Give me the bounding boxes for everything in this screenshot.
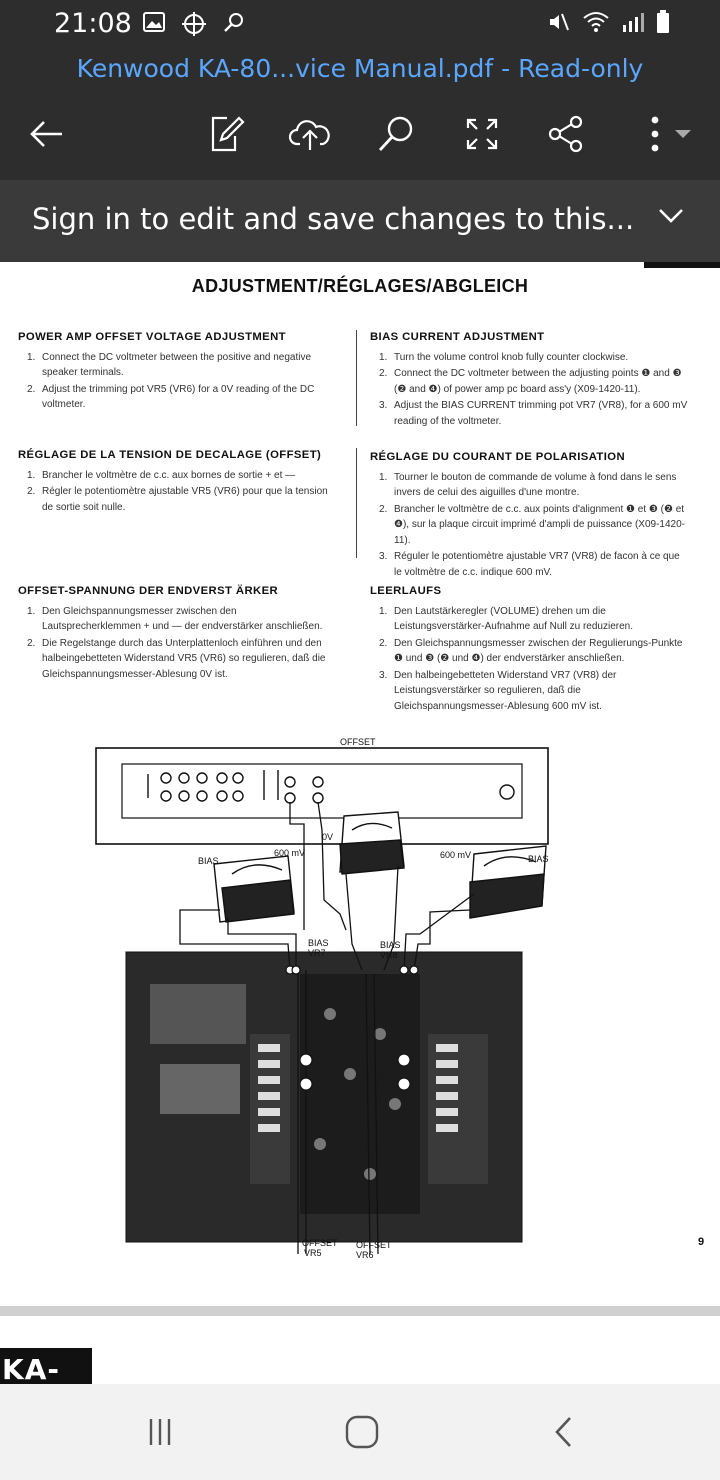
page-gap xyxy=(0,1306,720,1316)
section-heading: RÉGLAGE DE LA TENSION DE DECALAGE (OFFSE… xyxy=(18,449,322,461)
page-top-bar xyxy=(644,262,720,268)
adjustment-diagram: OFFSET 0V BIAS 600 mV 600 mV BIAS BIAS V… xyxy=(95,737,549,1260)
label-vr8: VR8 xyxy=(380,950,398,960)
wifi-icon xyxy=(583,12,609,32)
document-title: Kenwood KA-80...vice Manual.pdf - Read-o… xyxy=(76,54,644,83)
list-item: 2.Adjust the trimming pot VR5 (VR6) for … xyxy=(27,383,315,411)
section-heading: BIAS CURRENT ADJUSTMENT xyxy=(370,331,545,343)
list-item: 3.Adjust the BIAS CURRENT trimming pot V… xyxy=(379,400,688,427)
recent-apps-button[interactable] xyxy=(136,1408,184,1456)
label-vr7: VR7 xyxy=(308,948,326,958)
search-button[interactable] xyxy=(372,110,420,158)
signin-banner[interactable]: Sign in to edit and save changes to this… xyxy=(0,180,720,262)
more-button[interactable] xyxy=(636,110,698,158)
label-bias-left: BIAS xyxy=(198,856,219,866)
list-item: 2.Régler le potentiomètre ajustable VR5 … xyxy=(27,486,328,513)
section-bias-de: LEERLAUFS 1.Den Lautstärkeregler (VOLUME… xyxy=(370,584,690,715)
label-mv-right: 600 mV xyxy=(440,850,471,860)
status-time: 21:08 xyxy=(54,8,132,39)
upload-button[interactable] xyxy=(286,110,334,158)
list-item: 1.Connect the DC voltmeter between the p… xyxy=(27,351,312,379)
page-number: 9 xyxy=(698,1236,705,1248)
app-bar: Kenwood KA-80...vice Manual.pdf - Read-o… xyxy=(0,48,720,180)
back-button[interactable] xyxy=(22,110,70,158)
search-status-icon xyxy=(224,13,243,32)
pdf-page[interactable]: ADJUSTMENT/RÉGLAGES/ABGLEICH POWER AMP O… xyxy=(0,262,720,1306)
label-vr6: VR6 xyxy=(356,1250,374,1260)
meter-center xyxy=(339,811,405,875)
label-offset-vr5: OFFSET xyxy=(302,1238,338,1248)
label-bias-vr7: BIAS xyxy=(308,938,329,948)
model-label: KA-80 xyxy=(0,1348,92,1384)
column-divider xyxy=(356,448,357,558)
label-zero-v: 0V xyxy=(322,832,333,842)
label-mv-left: 600 mV xyxy=(274,848,305,858)
chevron-down-icon[interactable] xyxy=(658,208,684,224)
list-item: 3.Réguler le potentiomètre ajustable VR7… xyxy=(379,551,680,578)
manual-title: ADJUSTMENT/RÉGLAGES/ABGLEICH xyxy=(191,276,529,296)
recent-apps-icon xyxy=(149,1419,171,1445)
list-item: 3.Den halbeingebetteten Widerstand VR7 (… xyxy=(379,669,617,712)
share-button[interactable] xyxy=(542,110,590,158)
pdf-page-next[interactable]: KA-80 xyxy=(0,1316,720,1384)
grid-settings-icon xyxy=(182,12,206,36)
navigation-bar xyxy=(0,1384,720,1480)
label-offset: OFFSET xyxy=(340,737,376,747)
section-offset-en: POWER AMP OFFSET VOLTAGE ADJUSTMENT 1.Co… xyxy=(18,330,336,414)
fullscreen-button[interactable] xyxy=(458,110,506,158)
expand-icon xyxy=(466,118,498,150)
battery-icon xyxy=(657,10,669,33)
list-item: 2.Brancher le voltmètre de c.c. aux poin… xyxy=(379,503,686,546)
meter-left xyxy=(213,855,295,923)
section-heading: POWER AMP OFFSET VOLTAGE ADJUSTMENT xyxy=(18,331,286,343)
section-heading: RÉGLAGE DU COURANT DE POLARISATION xyxy=(370,451,626,463)
back-nav-button[interactable] xyxy=(540,1408,588,1456)
section-heading: OFFSET-SPANNUNG DER ENDVERST ÄRKER xyxy=(18,585,279,597)
more-vert-icon xyxy=(651,116,691,152)
home-icon xyxy=(345,1415,379,1449)
list-item: 1.Den Gleichspannungsmesser zwischen den… xyxy=(27,605,323,633)
status-bar: 21:08 xyxy=(0,0,720,48)
gallery-icon xyxy=(143,12,165,32)
column-divider xyxy=(356,330,357,426)
list-item: 2.Connect the DC voltmeter between the a… xyxy=(379,368,682,395)
list-item: 1.Den Lautstärkeregler (VOLUME) drehen u… xyxy=(379,605,634,633)
list-item: 2.Den Gleichspannungsmesser zwischen der… xyxy=(379,637,683,665)
section-bias-fr: RÉGLAGE DU COURANT DE POLARISATION 1.Tou… xyxy=(370,450,690,581)
toolbar xyxy=(0,110,720,158)
list-item: 1.Turn the volume control knob fully cou… xyxy=(379,351,629,363)
pencil-edit-icon xyxy=(211,116,245,152)
list-item: 1.Brancher le voltmètre de c.c. aux born… xyxy=(27,469,296,481)
back-chevron-icon xyxy=(555,1417,571,1447)
search-icon xyxy=(378,116,413,151)
cloud-upload-icon xyxy=(288,120,330,150)
label-vr5: VR5 xyxy=(304,1248,322,1258)
arrow-left-icon xyxy=(30,121,62,147)
label-offset-vr6: OFFSET xyxy=(356,1240,392,1250)
label-bias-right: BIAS xyxy=(528,854,549,864)
home-button[interactable] xyxy=(338,1408,386,1456)
share-icon xyxy=(548,115,583,153)
section-offset-de: OFFSET-SPANNUNG DER ENDVERST ÄRKER 1.Den… xyxy=(18,584,336,683)
label-bias-vr8: BIAS xyxy=(380,940,401,950)
signin-text: Sign in to edit and save changes to this… xyxy=(32,202,635,236)
section-heading: LEERLAUFS xyxy=(370,585,442,597)
section-bias-en: BIAS CURRENT ADJUSTMENT 1.Turn the volum… xyxy=(370,330,690,430)
section-offset-fr: RÉGLAGE DE LA TENSION DE DECALAGE (OFFSE… xyxy=(18,448,336,516)
edit-button[interactable] xyxy=(202,110,250,158)
list-item: 2.Die Regelstange durch das Unterplatten… xyxy=(27,637,326,680)
mute-icon xyxy=(550,13,569,31)
signal-icon xyxy=(623,13,644,32)
list-item: 1.Tourner le bouton de commande de volum… xyxy=(379,471,677,499)
